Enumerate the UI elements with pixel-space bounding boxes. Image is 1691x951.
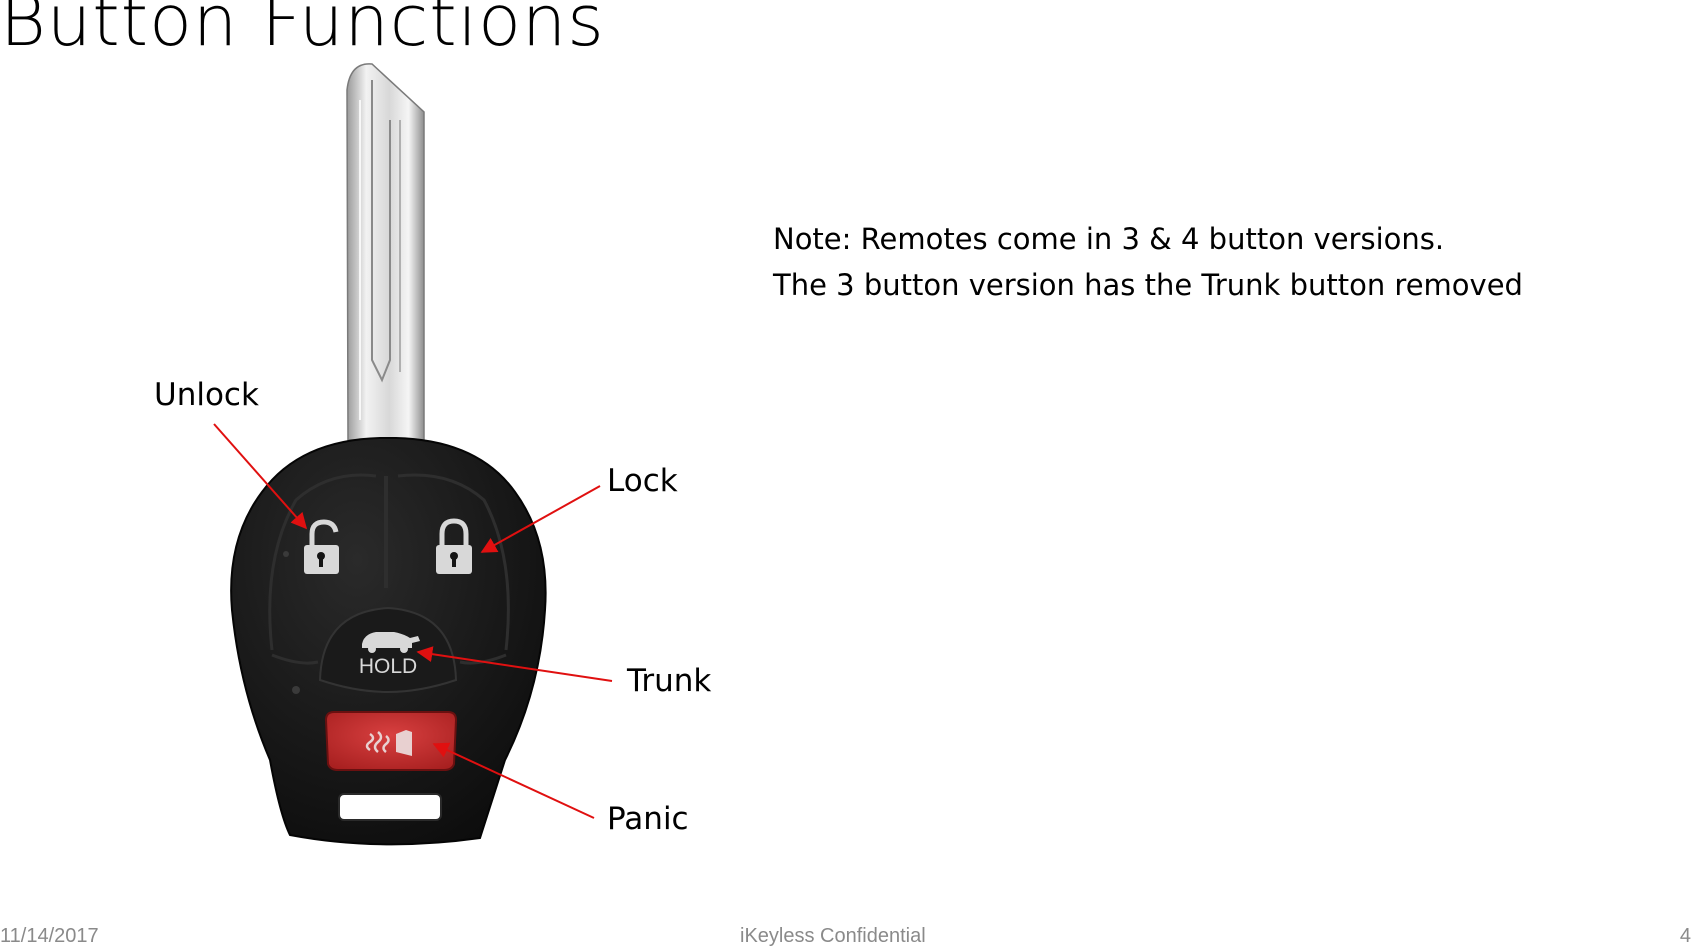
slide-title: Button Functions [0, 0, 605, 62]
lock-arrow [480, 485, 601, 553]
key-blade [346, 63, 425, 441]
panic-callout-label: Panic [607, 801, 689, 837]
footer-date: 11/14/2017 [0, 925, 99, 947]
trunk-arrow [416, 646, 613, 682]
note-line-1: Note: Remotes come in 3 & 4 button versi… [773, 222, 1445, 256]
callout-arrows [213, 423, 613, 819]
unlock-callout-label: Unlock [154, 377, 259, 413]
lock-padlock-icon[interactable] [436, 518, 472, 574]
panic-arrow [432, 742, 595, 819]
car-trunk-icon [362, 632, 420, 653]
note-line-2: The 3 button version has the Trunk butto… [773, 268, 1523, 302]
lock-callout-label: Lock [607, 463, 678, 499]
panic-button[interactable] [324, 711, 458, 771]
unlock-arrow [213, 423, 308, 530]
unlock-padlock-icon[interactable] [304, 519, 339, 574]
page-number: 4 [1679, 925, 1691, 947]
trunk-button[interactable]: HOLD [318, 606, 458, 694]
keyring-slot [338, 793, 442, 821]
hold-label: HOLD [359, 655, 417, 678]
footer-confidential: iKeyless Confidential [740, 925, 926, 947]
panic-horn-icon [365, 730, 412, 756]
note-text: Note: Remotes come in 3 & 4 button versi… [773, 216, 1523, 308]
trunk-callout-label: Trunk [627, 663, 712, 699]
